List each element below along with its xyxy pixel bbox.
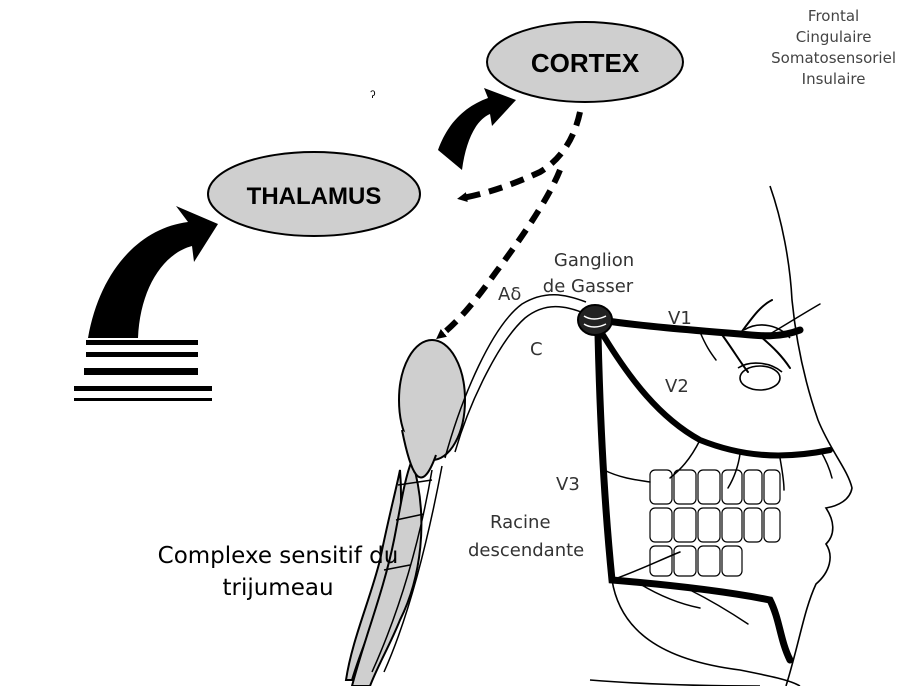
- v1-label: V1: [668, 308, 692, 329]
- teeth: [650, 470, 780, 576]
- root-label-line2: descendante: [468, 540, 584, 561]
- ganglion-gasser: [578, 305, 612, 335]
- v2-label: V2: [665, 376, 689, 397]
- region-insulaire: Insulaire: [771, 69, 896, 90]
- cortex-to-thalamus-dashed-arrow: [462, 112, 580, 198]
- complex-caption-line1: Complexe sensitif du: [128, 540, 428, 572]
- thalamus-label: THALAMUS: [247, 183, 382, 210]
- region-cingulaire: Cingulaire: [771, 27, 896, 48]
- complex-caption-line2: trijumeau: [128, 572, 428, 604]
- c-fiber-label: C: [530, 339, 543, 360]
- region-frontal: Frontal: [771, 6, 896, 27]
- brainstem-to-thalamus-arrow: [88, 206, 218, 338]
- cortex-to-complex-dashed-arrow: [440, 170, 560, 336]
- cortex-label: CORTEX: [531, 48, 640, 78]
- v2-nerve: [600, 330, 830, 455]
- ganglion-label-line2: de Gasser: [543, 276, 634, 297]
- a-delta-label: Aδ: [498, 284, 521, 305]
- stray-mark: ˀ: [370, 89, 376, 106]
- ganglion-label-line1: Ganglion: [554, 250, 634, 271]
- trigeminal-complex: [346, 340, 465, 686]
- cortex-node: CORTEX: [487, 22, 683, 102]
- region-somatosensoriel: Somatosensoriel: [771, 48, 896, 69]
- cortex-regions-list: Frontal Cingulaire Somatosensoriel Insul…: [771, 6, 896, 90]
- complex-caption: Complexe sensitif du trijumeau: [128, 540, 428, 604]
- v3-label: V3: [556, 474, 580, 495]
- root-label-line1: Racine: [490, 512, 551, 533]
- stacked-bars-icon: [74, 340, 212, 401]
- thalamus-node: THALAMUS: [208, 152, 420, 236]
- thalamus-to-cortex-arrow: [438, 88, 516, 170]
